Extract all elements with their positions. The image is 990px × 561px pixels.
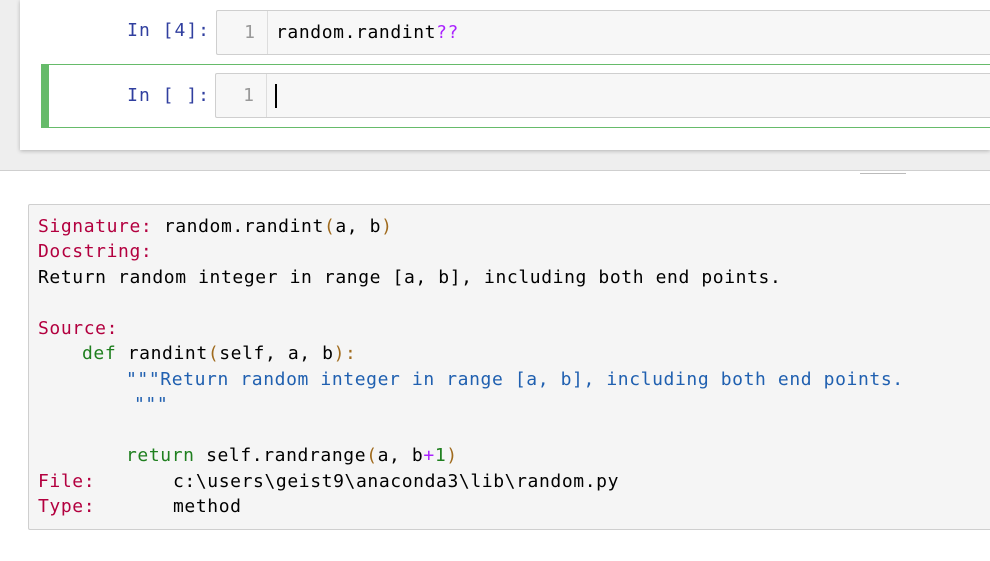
line-number: 1 — [217, 11, 268, 54]
type-line: Type: method — [38, 496, 938, 517]
source-return-open: ( — [366, 445, 378, 466]
signature-label: Signature: — [38, 216, 153, 237]
signature-func: random.randint — [163, 216, 324, 237]
file-value: c:\users\geist9\anaconda3\lib\random.py — [173, 471, 620, 492]
help-pager-content: Signature: random.randint(a, b) Docstrin… — [28, 204, 990, 530]
source-open: ( — [207, 343, 220, 364]
source-close: ): — [333, 343, 357, 364]
source-params: self, a, b — [219, 343, 334, 364]
source-return-args: a, b — [377, 445, 424, 466]
notebook-area: In [4]: 1 random.randint?? In [ ]: 1 — [20, 0, 990, 150]
signature-open: ( — [323, 216, 336, 237]
signature-args: a, b — [335, 216, 382, 237]
source-return-expr: self.randrange — [206, 445, 367, 466]
source-return-keyword: return — [126, 445, 195, 466]
source-docstring-line-2: """ — [134, 394, 169, 415]
text-cursor — [275, 84, 277, 108]
code-text: random.randint — [276, 22, 437, 43]
pager-resize-handle[interactable] — [860, 173, 906, 174]
line-number: 1 — [216, 74, 267, 117]
pager-resize-bar[interactable] — [0, 170, 990, 181]
cell-code[interactable]: random.randint?? — [276, 11, 459, 54]
file-label: File: — [38, 471, 96, 492]
cell-prompt: In [4]: — [127, 20, 210, 41]
source-def-keyword: def — [82, 343, 117, 364]
source-docstring-line-1: """Return random integer in range [a, b]… — [126, 369, 904, 390]
docstring-text: Return random integer in range [a, b], i… — [38, 267, 782, 288]
file-line: File: c:\users\geist9\anaconda3\lib\rando… — [38, 471, 938, 492]
source-return-one: 1 — [434, 445, 447, 466]
code-cell-4[interactable]: In [4]: 1 random.randint?? — [20, 0, 990, 60]
signature-line: Signature: random.randint(a, b) — [38, 216, 393, 237]
signature-close: ) — [381, 216, 393, 237]
source-func-name: randint — [127, 343, 208, 364]
cell-input[interactable]: 1 random.randint?? — [216, 10, 990, 55]
type-label: Type: — [38, 496, 96, 517]
source-return-line: return self.randrange(a, b+1) — [126, 445, 458, 466]
source-def-line: def randint(self, a, b): — [82, 343, 357, 364]
help-pager: Signature: random.randint(a, b) Docstrin… — [0, 181, 990, 561]
source-label: Source: — [38, 318, 119, 339]
code-help-operator: ?? — [436, 22, 459, 43]
source-return-close: ) — [446, 445, 458, 466]
cell-input[interactable]: 1 — [215, 73, 990, 118]
cell-prompt: In [ ]: — [127, 85, 210, 106]
docstring-label: Docstring: — [38, 241, 153, 262]
code-cell-empty-selected[interactable]: In [ ]: 1 — [41, 64, 990, 128]
type-value: method — [173, 496, 242, 517]
source-return-plus: + — [423, 445, 435, 466]
